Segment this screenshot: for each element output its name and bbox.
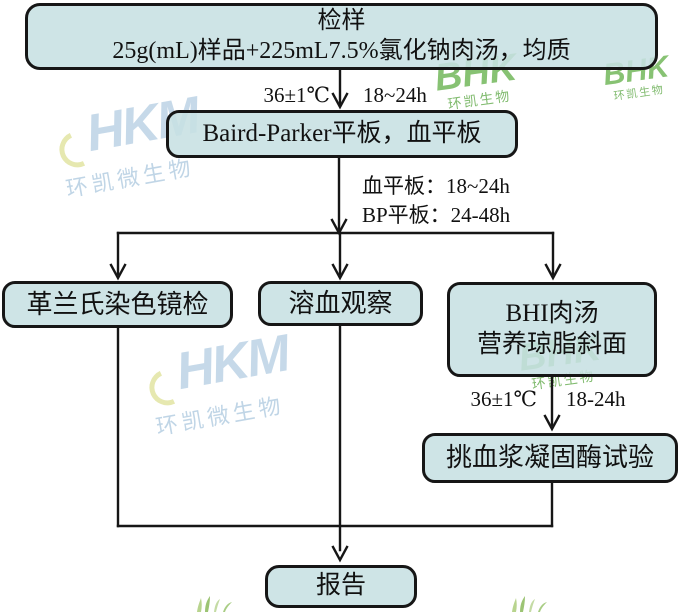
node-sample: 检样 25g(mL)样品+225mL7.5%氯化钠肉汤，均质 (25, 3, 658, 70)
label-incubation2-time: 18-24h (566, 387, 626, 411)
label-bp-plate-time: BP平板：24-48h (362, 203, 511, 227)
node-bhi-broth: BHI肉汤 营养琼脂斜面 (447, 282, 657, 377)
node-sample-title: 检样 (317, 8, 366, 35)
node-gram-stain: 革兰氏染色镜检 (2, 281, 233, 328)
arrowhead-icon (331, 545, 349, 563)
node-coagulase-test: 挑血浆凝固酶试验 (422, 433, 678, 483)
label-incubation1-temp: 36±1℃ (263, 83, 330, 107)
node-report: 报告 (265, 565, 417, 608)
arrowhead-icon (543, 414, 561, 432)
label-incubation1-time: 18~24h (363, 83, 427, 107)
node-sample-detail: 25g(mL)样品+225mL7.5%氯化钠肉汤，均质 (112, 37, 571, 64)
node-bhi-line1: BHI肉汤 (505, 300, 599, 327)
arrowhead-icon (331, 92, 349, 110)
grass-watermark-icon (197, 596, 232, 612)
node-hemolysis: 溶血观察 (258, 281, 423, 326)
label-incubation2-temp: 36±1℃ (470, 387, 537, 411)
arrowhead-icon (331, 263, 349, 281)
node-baird-parker-plate: Baird-Parker平板，血平板 (166, 110, 518, 158)
arrowhead-icon (109, 263, 127, 281)
arrowhead-icon (544, 263, 562, 281)
label-blood-plate-time: 血平板：18~24h (362, 174, 510, 198)
node-bhi-line2: 营养琼脂斜面 (476, 330, 627, 358)
grass-watermark-icon (512, 596, 547, 612)
